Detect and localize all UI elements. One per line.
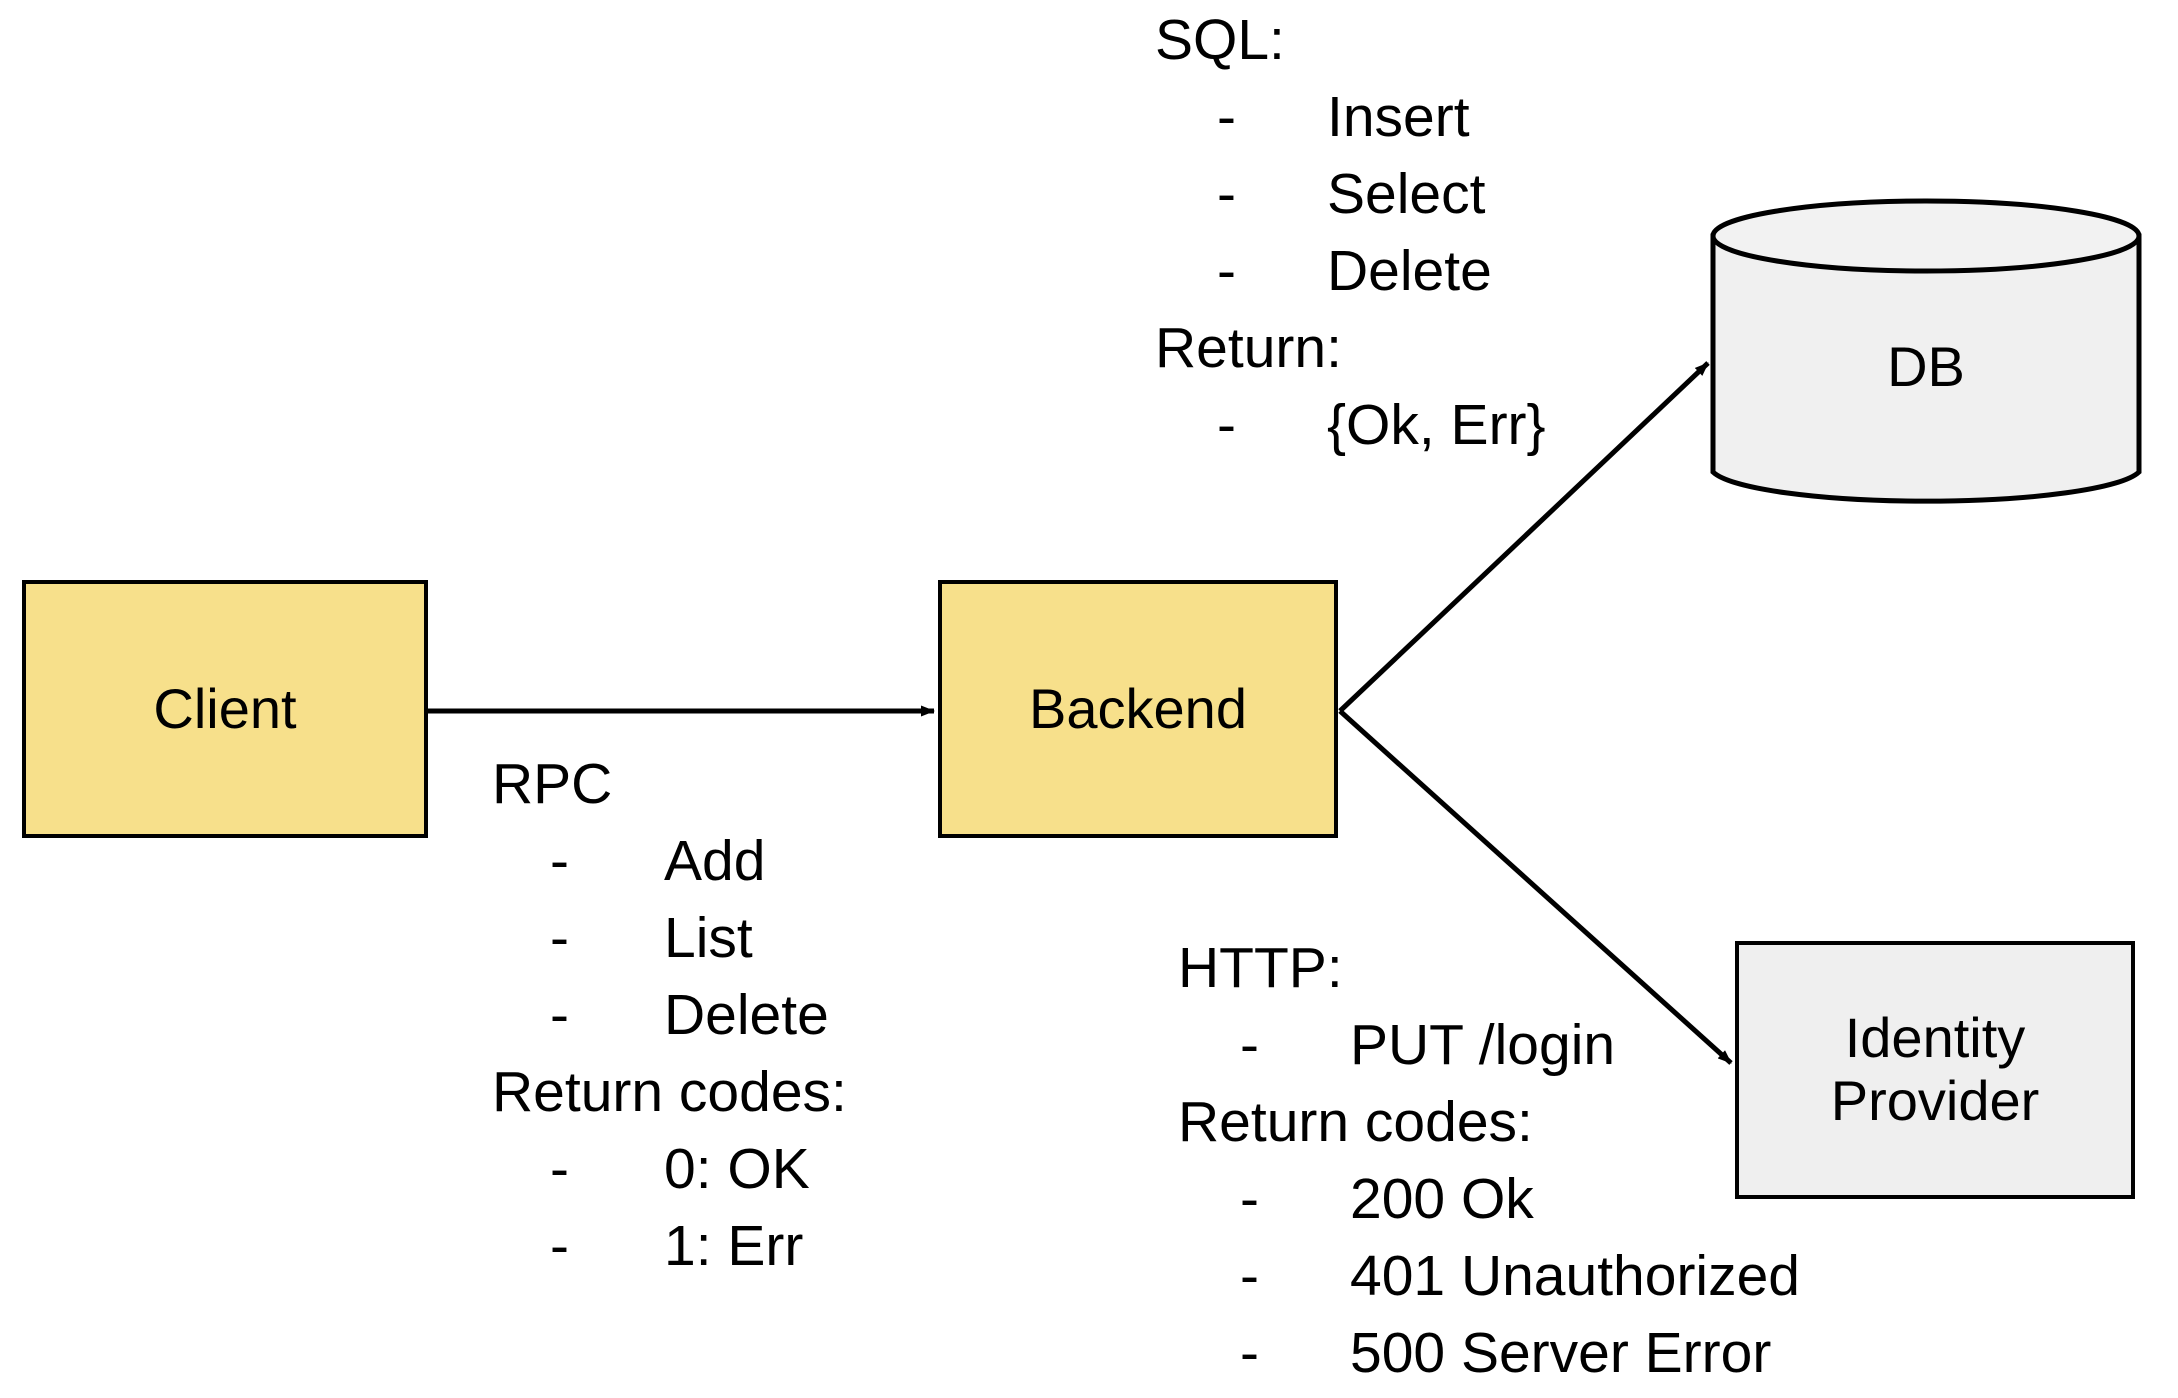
- bullet-dash-icon: -: [1217, 85, 1236, 149]
- annotation-http-return: - 500 Server Error: [1178, 1315, 1800, 1392]
- bullet-dash-icon: -: [1240, 1321, 1259, 1385]
- bullet-dash-icon: -: [1240, 1244, 1259, 1308]
- annotation-rpc-item: - Delete: [492, 977, 847, 1054]
- node-client[interactable]: Client: [22, 580, 428, 838]
- annotation-rpc-item: - Add: [492, 823, 847, 900]
- annotation-http-heading: HTTP:: [1178, 936, 1343, 1000]
- bullet-dash-icon: -: [1240, 1167, 1259, 1231]
- annotation-http-return: - 200 Ok: [1178, 1161, 1800, 1238]
- bullet-dash-icon: -: [550, 829, 569, 893]
- annotation-http-returns-heading: Return codes:: [1178, 1090, 1533, 1154]
- annotation-rpc-returns-heading: Return codes:: [492, 1060, 847, 1124]
- node-backend-label: Backend: [1029, 676, 1247, 740]
- bullet-dash-icon: -: [1217, 393, 1236, 457]
- annotation-sql-item: - Select: [1155, 156, 1546, 233]
- node-db-label: DB: [1887, 334, 1965, 398]
- node-identity-provider[interactable]: Identity Provider: [1735, 941, 2135, 1199]
- bullet-dash-icon: -: [550, 906, 569, 970]
- bullet-dash-icon: -: [1217, 239, 1236, 303]
- annotation-rpc-return: - 1: Err: [492, 1208, 847, 1285]
- annotation-sql-return: - {Ok, Err}: [1155, 387, 1546, 464]
- bullet-dash-icon: -: [550, 1214, 569, 1278]
- annotation-http: HTTP: - PUT /login Return codes: - 200 O…: [1178, 930, 1800, 1392]
- node-identity-provider-label-line2: Provider: [1830, 1069, 2040, 1132]
- annotation-sql-returns-heading: Return:: [1155, 316, 1342, 380]
- annotation-http-item: - PUT /login: [1178, 1007, 1800, 1084]
- node-db[interactable]: DB: [1710, 198, 2142, 510]
- bullet-dash-icon: -: [550, 983, 569, 1047]
- annotation-rpc: RPC - Add - List - Delete Return codes: …: [492, 746, 847, 1285]
- annotation-http-return: - 401 Unauthorized: [1178, 1238, 1800, 1315]
- annotation-sql: SQL: - Insert - Select - Delete Return: …: [1155, 2, 1546, 464]
- annotation-sql-heading: SQL:: [1155, 8, 1285, 72]
- bullet-dash-icon: -: [1217, 162, 1236, 226]
- annotation-rpc-heading: RPC: [492, 752, 613, 816]
- annotation-sql-item: - Delete: [1155, 233, 1546, 310]
- node-client-label: Client: [153, 676, 297, 740]
- bullet-dash-icon: -: [550, 1137, 569, 1201]
- annotation-sql-item: - Insert: [1155, 79, 1546, 156]
- annotation-rpc-item: - List: [492, 900, 847, 977]
- database-cylinder-icon: [1710, 198, 2142, 504]
- bullet-dash-icon: -: [1240, 1013, 1259, 1077]
- annotation-rpc-return: - 0: OK: [492, 1131, 847, 1208]
- node-backend[interactable]: Backend: [938, 580, 1338, 838]
- node-identity-provider-label-line1: Identity: [1844, 1006, 2026, 1070]
